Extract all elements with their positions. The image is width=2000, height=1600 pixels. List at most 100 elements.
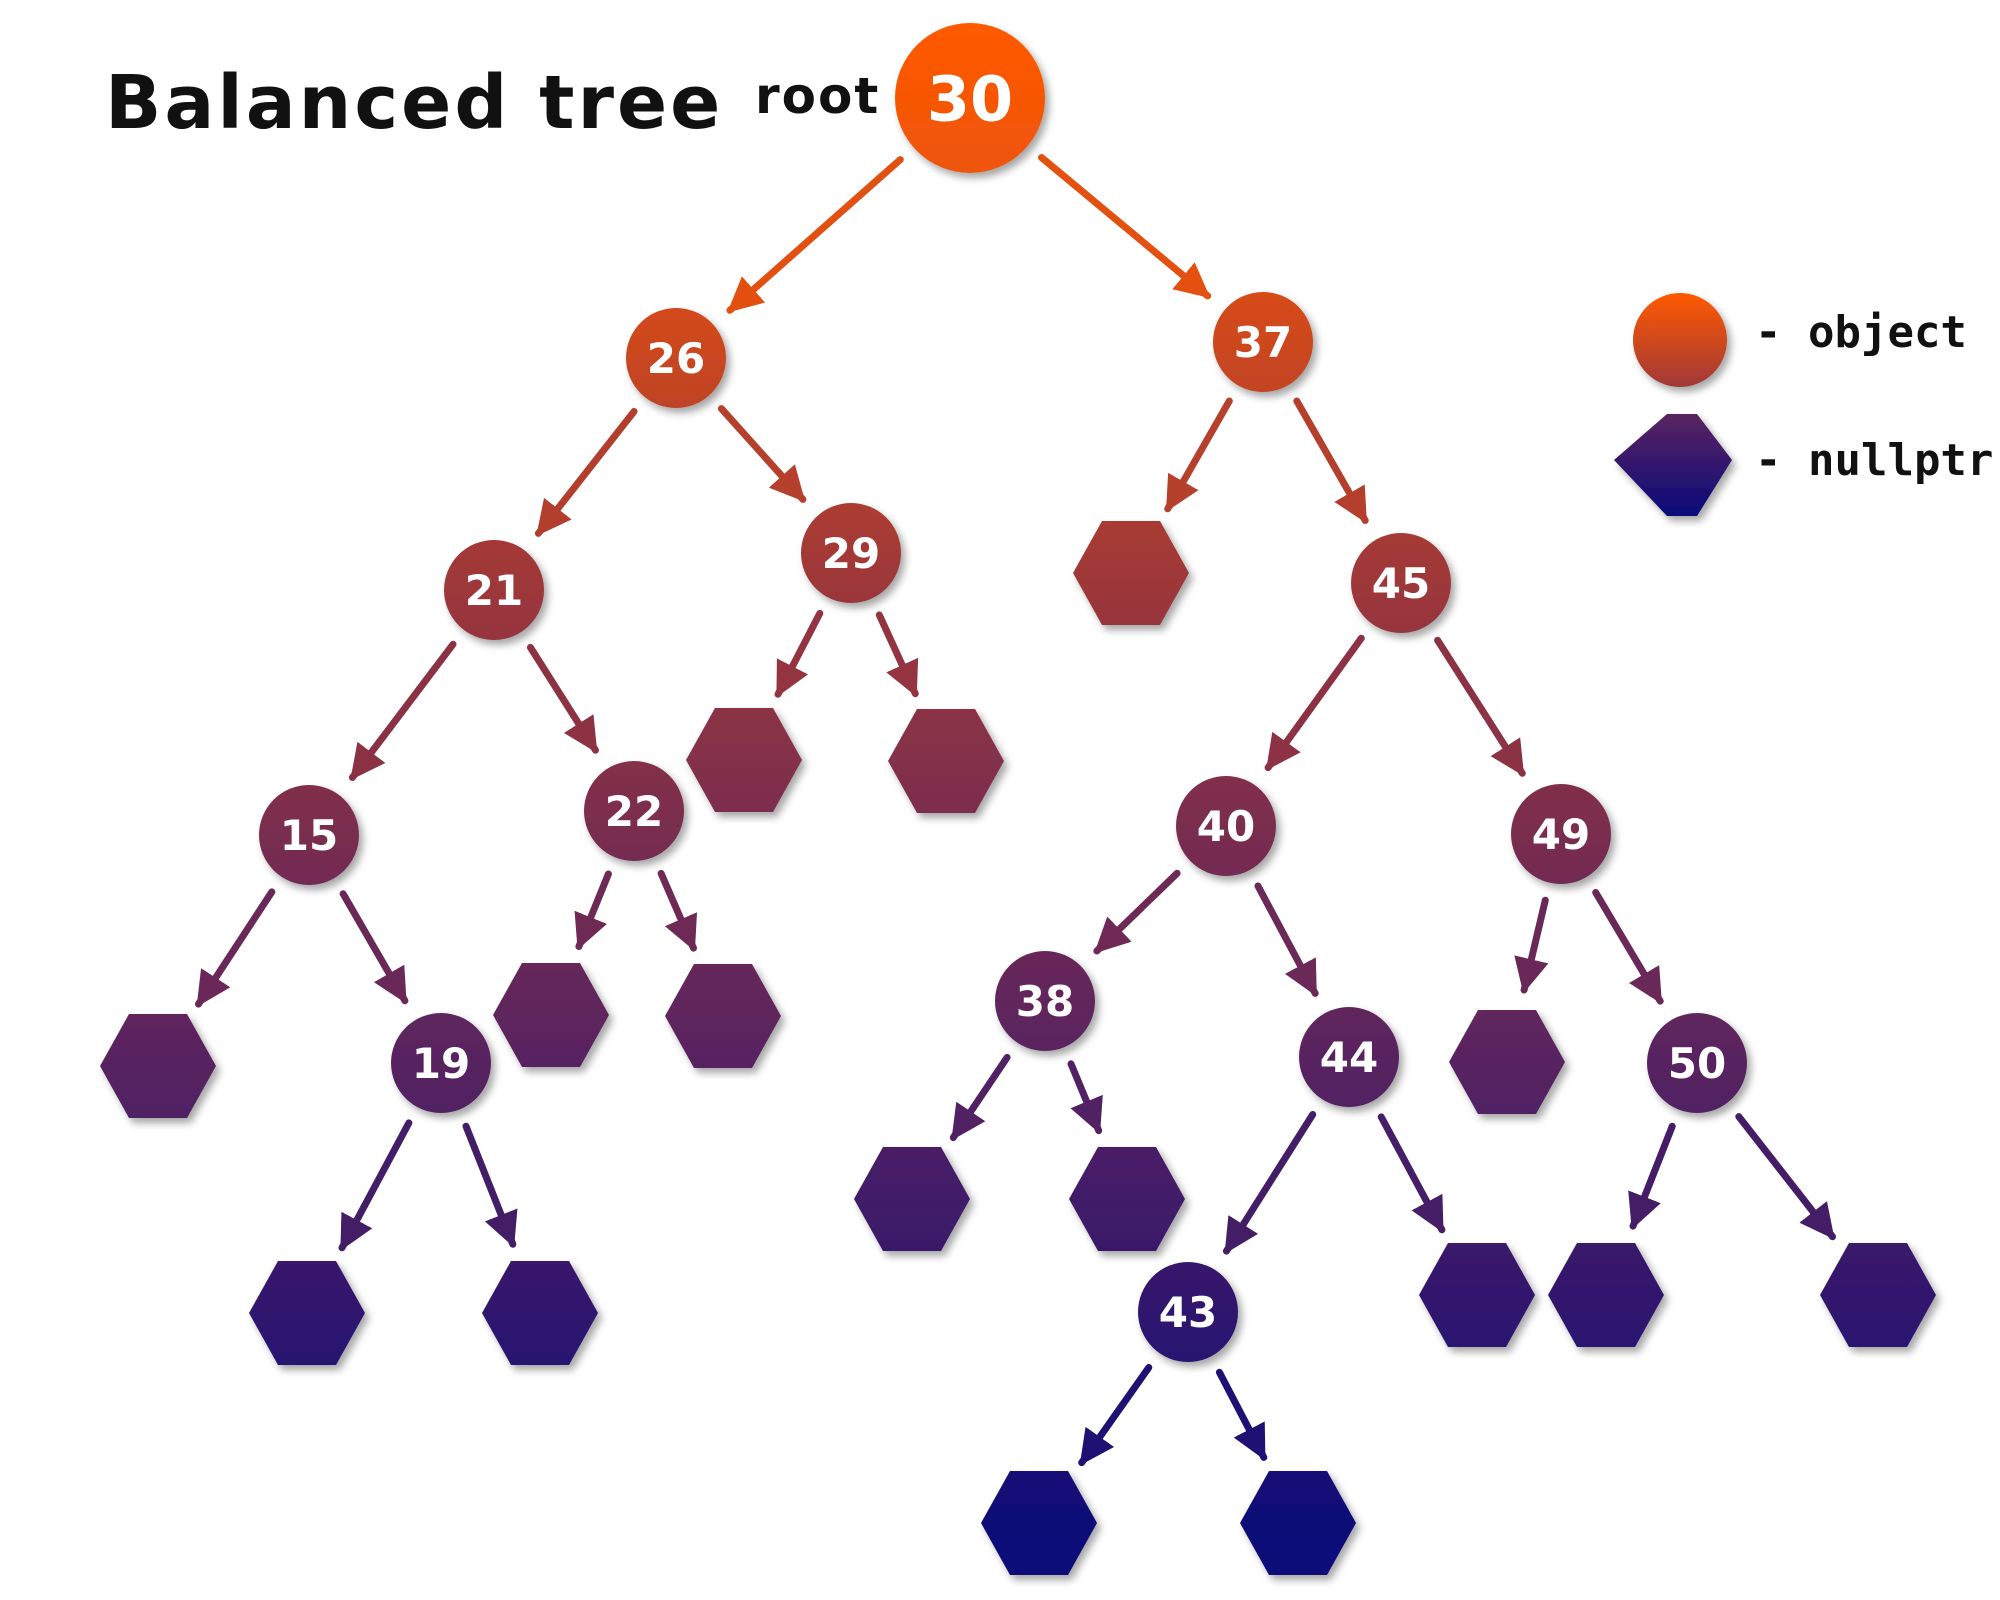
node-circle (1351, 533, 1451, 633)
node-value: 50 (1668, 1039, 1726, 1088)
edge-arrow-n38-h38L (949, 1053, 1011, 1142)
edge-arrow-n40-n44 (1254, 882, 1319, 997)
node-circle (801, 503, 901, 603)
edge-arrow-n37-n45 (1293, 397, 1369, 524)
legend: - object - nullptr (1614, 293, 1993, 516)
node-value: 40 (1197, 802, 1255, 851)
edge-arrow-n15-n19 (339, 890, 409, 1005)
edge-arrow-n40-n38 (1093, 869, 1181, 955)
node-circle (391, 1013, 491, 1113)
edge-arrow-n44-h44R (1377, 1113, 1446, 1234)
nullptr-leaf (100, 1014, 216, 1118)
legend-object-icon (1633, 293, 1727, 387)
edge-arrow-n19-h19L (338, 1119, 413, 1252)
edge-arrow-n49-h49L (1514, 896, 1549, 994)
legend-object-label: - object (1755, 307, 1967, 358)
node-circle (1511, 784, 1611, 884)
edge-arrow-n45-n49 (1434, 636, 1526, 777)
edge-arrow-n37-h37L (1164, 397, 1233, 513)
legend-nullptr-icon (1614, 414, 1732, 516)
node-circle (444, 540, 544, 640)
edge-arrow-n43-h43R (1215, 1368, 1268, 1461)
nullptr-leaf (482, 1261, 598, 1365)
edge-arrow-n44-n43 (1222, 1111, 1317, 1255)
tree-node-19: 19 (391, 1013, 491, 1113)
nullptr-leaves (100, 521, 1936, 1575)
node-circle (584, 761, 684, 861)
edge-arrow-n30-n37 (1038, 154, 1212, 300)
tree-node-43: 43 (1138, 1262, 1238, 1362)
tree-node-38: 38 (995, 951, 1095, 1051)
nullptr-leaf (665, 964, 781, 1068)
node-value: 37 (1234, 318, 1292, 367)
nullptr-leaf (1069, 1147, 1185, 1251)
edge-arrow-n38-h38R (1067, 1060, 1103, 1135)
tree-node-49: 49 (1511, 784, 1611, 884)
nullptr-leaf (888, 709, 1004, 813)
nullptr-leaf (1073, 521, 1189, 625)
tree-node-37: 37 (1213, 292, 1313, 392)
node-circle (995, 951, 1095, 1051)
node-value: 21 (465, 566, 523, 615)
nullptr-leaf (981, 1471, 1097, 1575)
node-value: 22 (605, 787, 663, 836)
edge-arrow-n45-n40 (1264, 634, 1365, 772)
edge-arrow-n29-h29R (875, 611, 919, 698)
node-value: 29 (822, 529, 880, 578)
node-circle (1213, 292, 1313, 392)
tree-node-50: 50 (1647, 1013, 1747, 1113)
node-circle (1647, 1013, 1747, 1113)
edge-arrow-n22-h22R (657, 869, 698, 952)
node-value: 19 (412, 1039, 470, 1088)
nullptr-leaf (854, 1147, 970, 1251)
edge-arrow-n19-h19R (462, 1122, 518, 1248)
tree-node-29: 29 (801, 503, 901, 603)
edge-arrow-n50-h50R (1735, 1113, 1836, 1241)
tree-node-45: 45 (1351, 533, 1451, 633)
edge-arrow-n26-n29 (717, 405, 807, 503)
legend-nullptr-label: - nullptr (1755, 435, 1993, 486)
tree-node-15: 15 (259, 785, 359, 885)
node-value: 38 (1016, 977, 1074, 1026)
nullptr-leaf (1820, 1243, 1936, 1347)
edge-arrow-n50-h50L (1628, 1122, 1676, 1230)
node-circle (626, 308, 726, 408)
nullptr-leaf (1449, 1010, 1565, 1114)
node-circle (1299, 1007, 1399, 1107)
node-value: 15 (280, 811, 338, 860)
node-value: 49 (1532, 810, 1590, 859)
node-circle (895, 23, 1045, 173)
edge-arrow-n26-n21 (534, 408, 638, 537)
node-value: 43 (1159, 1288, 1217, 1337)
nullptr-leaf (686, 708, 802, 812)
node-value: 30 (927, 62, 1013, 135)
tree-nodes: 30 26 37 21 29 45 15 22 40 49 19 38 44 50 43 (259, 23, 1747, 1362)
root-label: root (755, 67, 880, 125)
tree-node-44: 44 (1299, 1007, 1399, 1107)
node-circle (1176, 776, 1276, 876)
nullptr-leaf (1419, 1243, 1535, 1347)
edge-arrow-n21-n22 (526, 643, 599, 754)
node-value: 45 (1372, 559, 1430, 608)
nullptr-leaf (1240, 1471, 1356, 1575)
tree-edges (195, 154, 1836, 1467)
tree-node-21: 21 (444, 540, 544, 640)
tree-node-22: 22 (584, 761, 684, 861)
tree-node-26: 26 (626, 308, 726, 408)
nullptr-leaf (249, 1261, 365, 1365)
edge-arrow-n29-h29L (774, 609, 824, 698)
tree-node-40: 40 (1176, 776, 1276, 876)
edge-arrow-n22-h22L (574, 870, 612, 950)
tree-node-30: 30 (895, 23, 1045, 173)
edge-arrow-n49-n50 (1592, 889, 1664, 1005)
node-value: 26 (647, 334, 705, 383)
diagram-title: Balanced tree (105, 60, 723, 146)
node-circle (259, 785, 359, 885)
edge-arrow-n30-n26 (726, 156, 904, 314)
nullptr-leaf (1548, 1243, 1664, 1347)
nullptr-leaf (493, 963, 609, 1067)
edge-arrow-n21-n15 (348, 640, 457, 781)
node-value: 44 (1320, 1033, 1378, 1082)
node-circle (1138, 1262, 1238, 1362)
